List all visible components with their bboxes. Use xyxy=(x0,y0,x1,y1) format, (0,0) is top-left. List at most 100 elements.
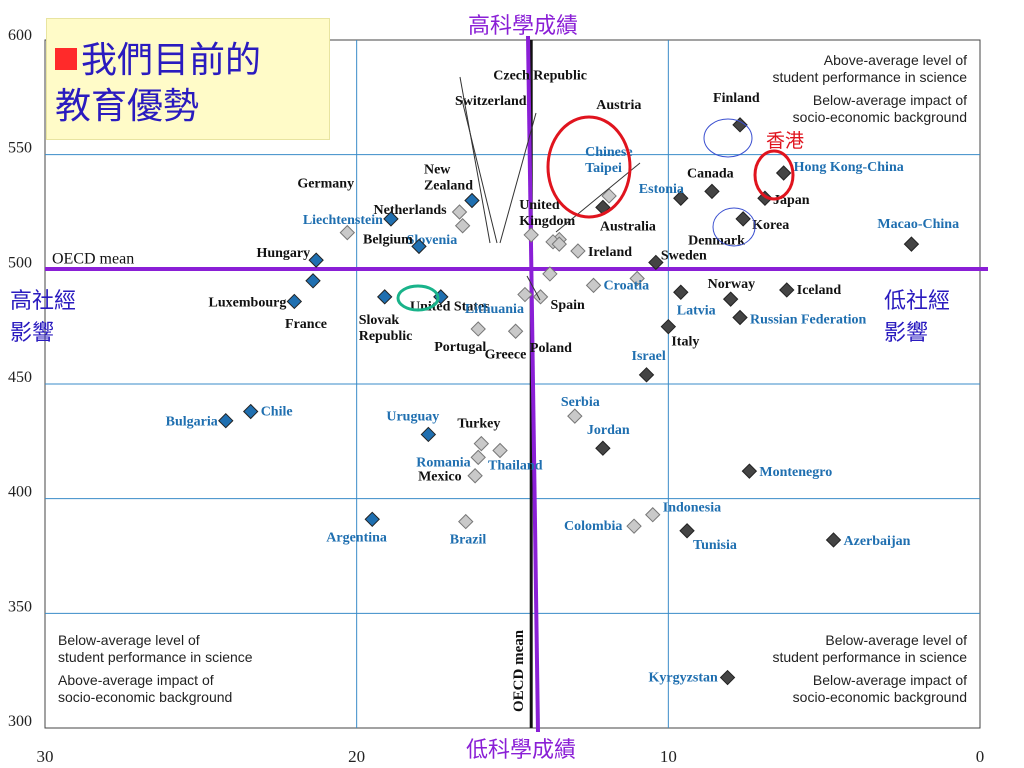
point-label-thailand: Thailand xyxy=(488,459,543,474)
point-label-slovak-republic: Slovak xyxy=(359,313,400,328)
point-label-ireland: Ireland xyxy=(588,245,632,260)
point-label-switzerland: Switzerland xyxy=(455,94,527,109)
point-marker-jordan xyxy=(595,440,611,456)
point-label-denmark: Denmark xyxy=(688,234,745,249)
point-marker-latvia xyxy=(673,284,689,300)
point-marker-slovak-republic xyxy=(377,289,393,305)
point-label-estonia: Estonia xyxy=(639,182,684,197)
point-label-turkey: Turkey xyxy=(457,417,500,432)
point-label-macao-china: Macao-China xyxy=(877,217,959,232)
point-marker-new-zealand xyxy=(464,192,480,209)
point-label-iceland: Iceland xyxy=(797,283,842,298)
point-label-mexico: Mexico xyxy=(418,470,462,485)
point-label-sweden: Sweden xyxy=(661,248,707,263)
hong-kong-highlight-circle xyxy=(753,149,795,201)
point-label-jordan: Jordan xyxy=(587,423,630,438)
leader-line xyxy=(459,76,491,244)
quadrant-tr-line-1: Above-average level of xyxy=(823,52,967,68)
x-tick-label: 0 xyxy=(976,747,985,766)
low-science-annotation: 低科學成績 xyxy=(466,738,577,763)
point-marker-netherlands xyxy=(451,204,468,220)
low-ses-annotation-2: 影響 xyxy=(884,321,929,346)
point-marker-chinese-taipei xyxy=(601,188,617,204)
point-marker-hong-kong-china xyxy=(775,165,792,181)
point-marker-poland xyxy=(542,266,558,282)
point-label-portugal: Portugal xyxy=(434,340,486,355)
point-label-colombia: Colombia xyxy=(564,519,622,534)
point-label-chile: Chile xyxy=(261,405,293,420)
point-label-kyrgyzstan: Kyrgyzstan xyxy=(649,671,718,686)
quadrant-text-bottom-left: Below-average level of student performan… xyxy=(58,632,253,706)
y-tick-label: 400 xyxy=(8,484,32,501)
point-label-hungary: Hungary xyxy=(256,246,310,261)
x-tick-label: 10 xyxy=(660,747,677,766)
quadrant-bl-line-3: Above-average impact of xyxy=(58,672,214,688)
red-square-bullet-icon xyxy=(55,48,77,70)
leader-line xyxy=(555,162,641,233)
title-line-2: 教育優勢 xyxy=(55,86,200,127)
point-marker-kyrgyzstan xyxy=(719,669,736,686)
point-label-brazil: Brazil xyxy=(450,533,487,548)
point-label-montenegro: Montenegro xyxy=(759,465,832,480)
point-label-spain: Spain xyxy=(551,298,585,313)
point-label-lithuania: Lithuania xyxy=(465,302,524,317)
point-marker-bulgaria xyxy=(218,412,234,429)
point-marker-liechtenstein xyxy=(383,211,399,227)
y-tick-label: 350 xyxy=(8,598,32,615)
point-label-chinese-taipei: Chinese xyxy=(585,145,632,160)
point-marker-denmark xyxy=(629,270,645,287)
point-marker-ireland xyxy=(570,243,586,259)
point-marker-indonesia xyxy=(645,507,661,523)
quadrant-tr-line-3: Below-average impact of xyxy=(812,92,967,108)
oecd-mean-x-label: OECD mean xyxy=(511,629,527,712)
point-label-azerbaijan: Azerbaijan xyxy=(844,534,911,549)
point-marker-macao-china xyxy=(903,236,920,252)
point-marker-argentina xyxy=(364,511,380,528)
y-tick-label: 450 xyxy=(8,369,32,386)
korea-highlight-circle xyxy=(712,207,756,247)
point-label-italy: Italy xyxy=(671,335,699,350)
point-marker-slovenia xyxy=(454,218,471,234)
point-marker-spain xyxy=(532,289,549,305)
point-label-finland: Finland xyxy=(713,91,760,106)
y-tick-label: 600 xyxy=(8,27,32,44)
point-marker-norway xyxy=(722,291,739,307)
point-marker-greece xyxy=(507,323,524,339)
oecd-mean-y-label: OECD mean xyxy=(52,250,134,267)
high-ses-annotation-1: 高社經 xyxy=(10,289,77,314)
point-label-israel: Israel xyxy=(632,349,666,364)
point-label-united-states: United States xyxy=(410,300,490,315)
point-label-norway: Norway xyxy=(708,277,755,292)
purple-vertical-line xyxy=(526,35,540,733)
point-marker-france xyxy=(305,273,321,289)
quadrant-br-line-4: socio-economic background xyxy=(792,689,967,705)
point-label-greece: Greece xyxy=(485,347,527,362)
point-marker-united-kingdom xyxy=(523,227,539,243)
point-marker-germany xyxy=(339,224,356,241)
lithuania-highlight-circle xyxy=(396,284,440,312)
point-label-germany: Germany xyxy=(297,177,354,192)
point-marker-uruguay xyxy=(420,426,437,443)
point-label-bulgaria: Bulgaria xyxy=(166,415,218,430)
point-label-hong-kong-china: Hong Kong-China xyxy=(794,160,904,175)
y-tick-label: 300 xyxy=(8,713,32,730)
low-ses-annotation-1: 低社經 xyxy=(884,289,951,314)
point-label-russian-federation: Russian Federation xyxy=(750,312,867,327)
point-label-france: France xyxy=(285,317,327,332)
high-science-annotation: 高科學成績 xyxy=(468,14,579,39)
point-label-belgium: Belgium xyxy=(363,232,413,247)
point-label-netherlands: Netherlands xyxy=(374,203,448,218)
point-label-czech-republic: Czech Republic xyxy=(493,69,587,84)
point-label-romania: Romania xyxy=(416,455,470,470)
point-marker-iceland xyxy=(779,282,795,298)
point-marker-turkey xyxy=(473,435,490,452)
point-label-slovak-republic: Republic xyxy=(359,329,413,344)
y-tick-label: 500 xyxy=(8,254,32,271)
quadrant-br-line-3: Below-average impact of xyxy=(812,672,967,688)
quadrant-text-top-right: Above-average level of student performan… xyxy=(772,52,967,126)
point-marker-united-states xyxy=(517,286,533,303)
x-tick-label: 30 xyxy=(37,747,54,766)
point-marker-azerbaijan xyxy=(825,532,842,548)
quadrant-tr-line-2: student performance in science xyxy=(772,69,967,85)
hongkong-annotation: 香港 xyxy=(766,130,805,152)
